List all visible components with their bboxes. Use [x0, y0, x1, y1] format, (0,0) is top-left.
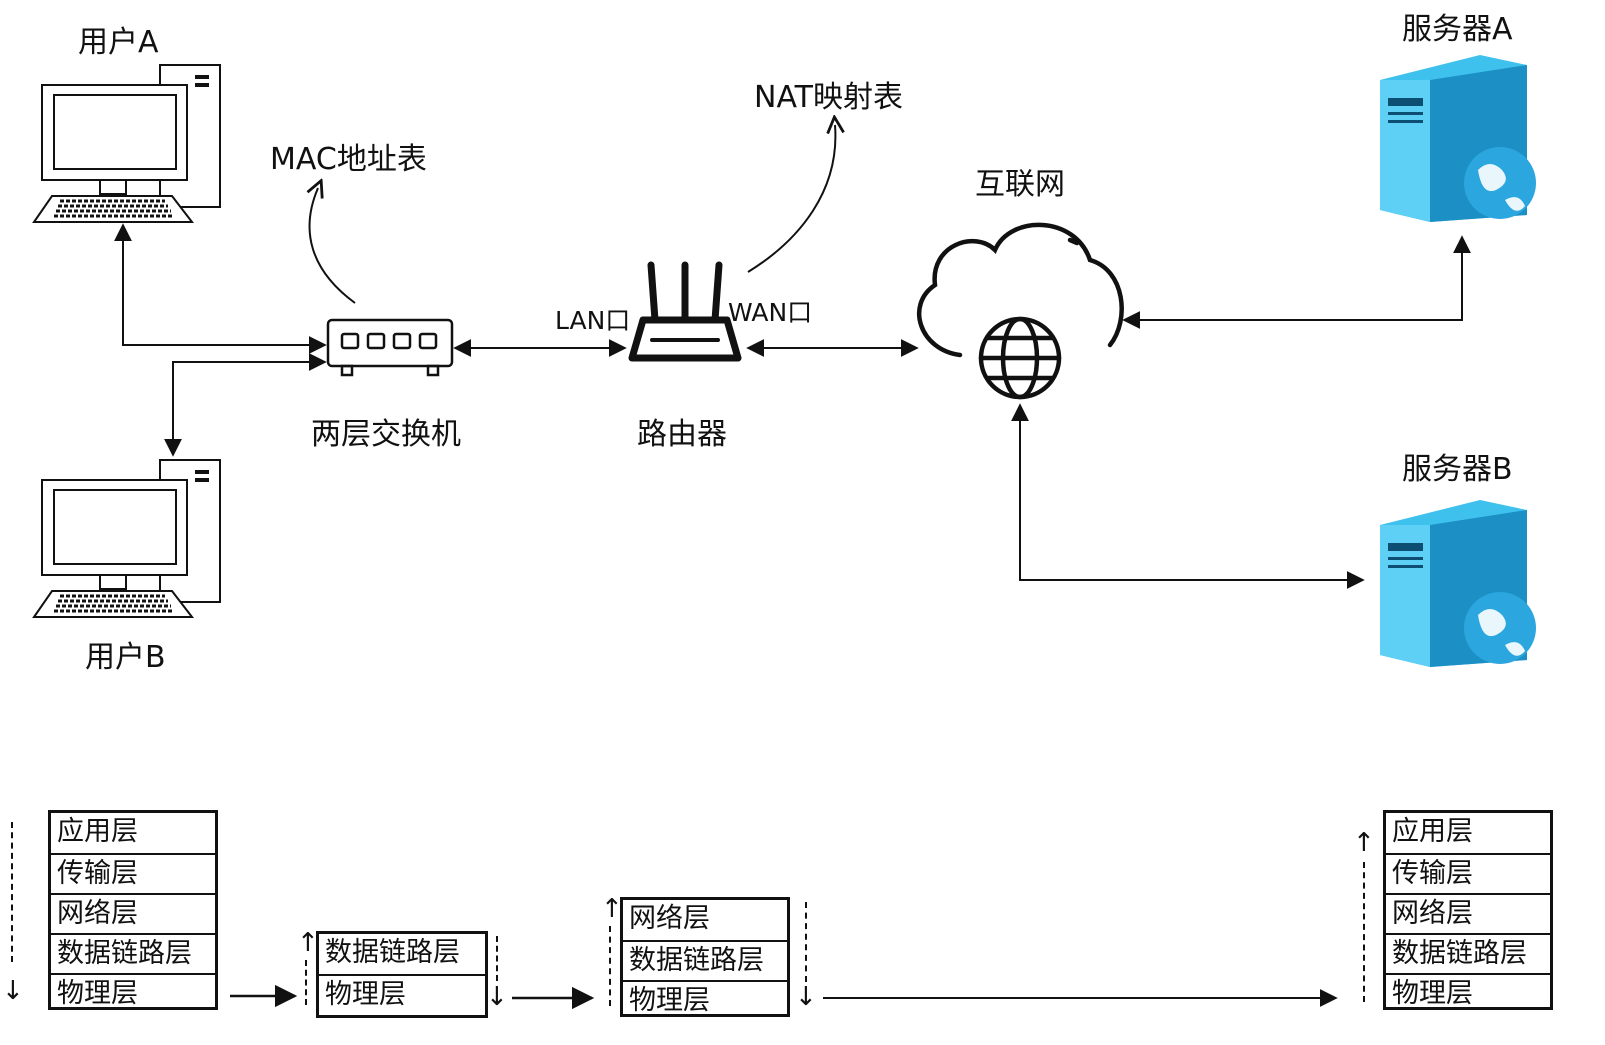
up-arrow-icon: ↑ [1353, 828, 1375, 858]
server-b-label: 服务器B [1402, 452, 1513, 487]
computer-icon-user-b [32, 459, 221, 618]
layer-application: 应用层 [1392, 816, 1473, 847]
layer-application: 应用层 [57, 816, 138, 847]
mac-table-label: MAC地址表 [270, 142, 427, 177]
layer-transport: 传输层 [51, 853, 215, 893]
layer-transport: 传输层 [1386, 853, 1550, 893]
layer-physical: 物理层 [319, 974, 485, 1014]
down-arrow-icon: ↓ [795, 982, 817, 1012]
dashed-guide-switch-up [305, 960, 307, 1005]
computer-icon-user-a [32, 64, 221, 223]
up-arrow-icon: ↑ [297, 928, 319, 958]
layer-data-link: 数据链路层 [51, 933, 215, 973]
down-arrow-icon: ↓ [486, 982, 508, 1012]
layer-data-link: 数据链路层 [325, 937, 460, 968]
down-arrow-icon: ↓ [2, 976, 24, 1006]
dashed-guide-router-up [609, 926, 611, 1006]
switch-icon [326, 318, 454, 377]
layer-network: 网络层 [629, 903, 710, 934]
dashed-guide-switch-down [496, 936, 498, 981]
user-b-label: 用户B [85, 640, 166, 675]
server-icon-a [1380, 55, 1536, 222]
router-label: 路由器 [637, 417, 727, 452]
router-icon [628, 261, 742, 362]
dashed-guide-server [1363, 862, 1365, 1002]
layer-network: 网络层 [1386, 893, 1550, 933]
dashed-guide-router-down [805, 902, 807, 982]
layer-data-link: 数据链路层 [1386, 933, 1550, 973]
user-a-label: 用户A [78, 25, 159, 60]
protocol-stack-router: 网络层 数据链路层 物理层 [620, 897, 790, 1017]
layer-network: 网络层 [51, 893, 215, 933]
layer-data-link: 数据链路层 [623, 940, 787, 980]
protocol-stack-user: 应用层 传输层 网络层 数据链路层 物理层 [48, 810, 218, 1010]
protocol-stack-switch: 数据链路层 物理层 [316, 931, 488, 1018]
up-arrow-icon: ↑ [601, 894, 623, 924]
wan-port-label: WAN口 [728, 298, 813, 327]
server-icon-b [1380, 500, 1536, 667]
nat-table-label: NAT映射表 [754, 80, 903, 115]
switch-label: 两层交换机 [311, 417, 461, 452]
layer-physical: 物理层 [623, 980, 787, 1020]
internet-cloud-icon [917, 222, 1124, 400]
connection-lines [114, 125, 1471, 1010]
server-a-label: 服务器A [1402, 12, 1513, 47]
layer-physical: 物理层 [51, 973, 215, 1013]
internet-label: 互联网 [975, 167, 1065, 202]
lan-port-label: LAN口 [555, 306, 631, 335]
layer-physical: 物理层 [1386, 973, 1550, 1013]
dashed-guide-user [11, 822, 13, 962]
protocol-stack-server: 应用层 传输层 网络层 数据链路层 物理层 [1383, 810, 1553, 1010]
